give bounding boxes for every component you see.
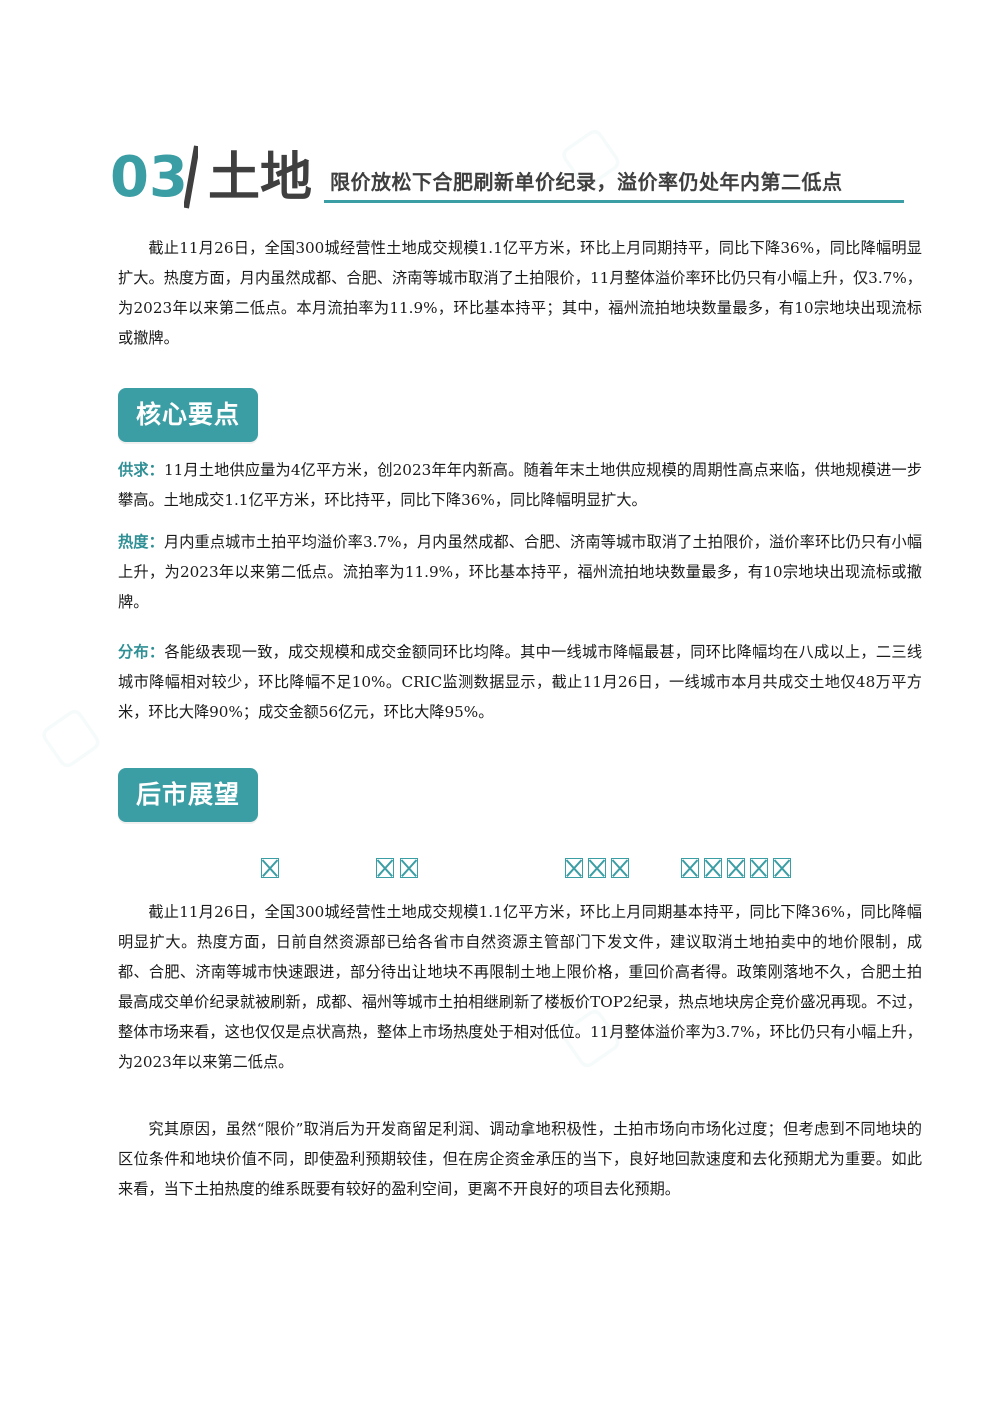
- section-title: 土地: [208, 148, 313, 208]
- missing-glyph-icon: [611, 858, 629, 878]
- outlook-paragraph: 究其原因，虽然“限价”取消后为开发商留足利润、调动拿地积极性，土拍市场向市场化过…: [118, 1120, 922, 1198]
- key-point-supply: 供求：11月土地供应量为4亿平方米，创2023年年内新高。随着年末土地供应规模的…: [118, 455, 922, 515]
- key-point-text: 11月土地供应量为4亿平方米，创2023年年内新高。随着年末土地供应规模的周期性…: [118, 461, 923, 509]
- missing-glyph-icon: [704, 858, 722, 878]
- missing-glyph-icon: [727, 858, 745, 878]
- slash-divider-icon: [184, 145, 198, 209]
- section-header: 03 土地 限价放松下合肥刷新单价纪录，溢价率仍处年内第二低点: [110, 145, 910, 216]
- missing-glyph-icon: [261, 858, 279, 878]
- key-points-heading: 核心要点: [118, 388, 258, 442]
- missing-glyph-icon: [588, 858, 606, 878]
- missing-glyph-icon: [565, 858, 583, 878]
- outlook-heading: 后市展望: [118, 768, 258, 822]
- subtitle-underline: [324, 200, 904, 203]
- outlook-paragraph: 截止11月26日，全国300城经营性土地成交规模1.1亿平方米，环比上月同期基本…: [118, 903, 922, 1071]
- key-point-text: 月内重点城市土拍平均溢价率3.7%，月内虽然成都、合肥、济南等城市取消了土拍限价…: [118, 533, 923, 611]
- missing-glyph-icon: [750, 858, 768, 878]
- missing-glyph-icon: [681, 858, 699, 878]
- section-number: 03: [110, 145, 188, 210]
- section-subtitle: 限价放松下合肥刷新单价纪录，溢价率仍处年内第二低点: [330, 170, 843, 194]
- missing-glyph-icon: [400, 858, 418, 878]
- key-point-heat: 热度：月内重点城市土拍平均溢价率3.7%，月内虽然成都、合肥、济南等城市取消了土…: [118, 527, 922, 617]
- missing-glyph-icon: [376, 858, 394, 878]
- key-point-label: 分布：: [118, 643, 165, 661]
- intro-paragraph: 截止11月26日，全国300城经营性土地成交规模1.1亿平方米，环比上月同期持平…: [118, 239, 922, 347]
- missing-glyph-icon: [773, 858, 791, 878]
- key-point-distribution: 分布：各能级表现一致，成交规模和成交金额同环比均降。其中一线城市降幅最甚，同环比…: [118, 637, 922, 727]
- key-point-text: 各能级表现一致，成交规模和成交金额同环比均降。其中一线城市降幅最甚，同环比降幅均…: [118, 643, 923, 721]
- key-point-label: 供求：: [118, 461, 165, 479]
- key-point-label: 热度：: [118, 533, 164, 551]
- missing-glyph-row: [0, 858, 992, 884]
- watermark: ▢: [25, 690, 112, 780]
